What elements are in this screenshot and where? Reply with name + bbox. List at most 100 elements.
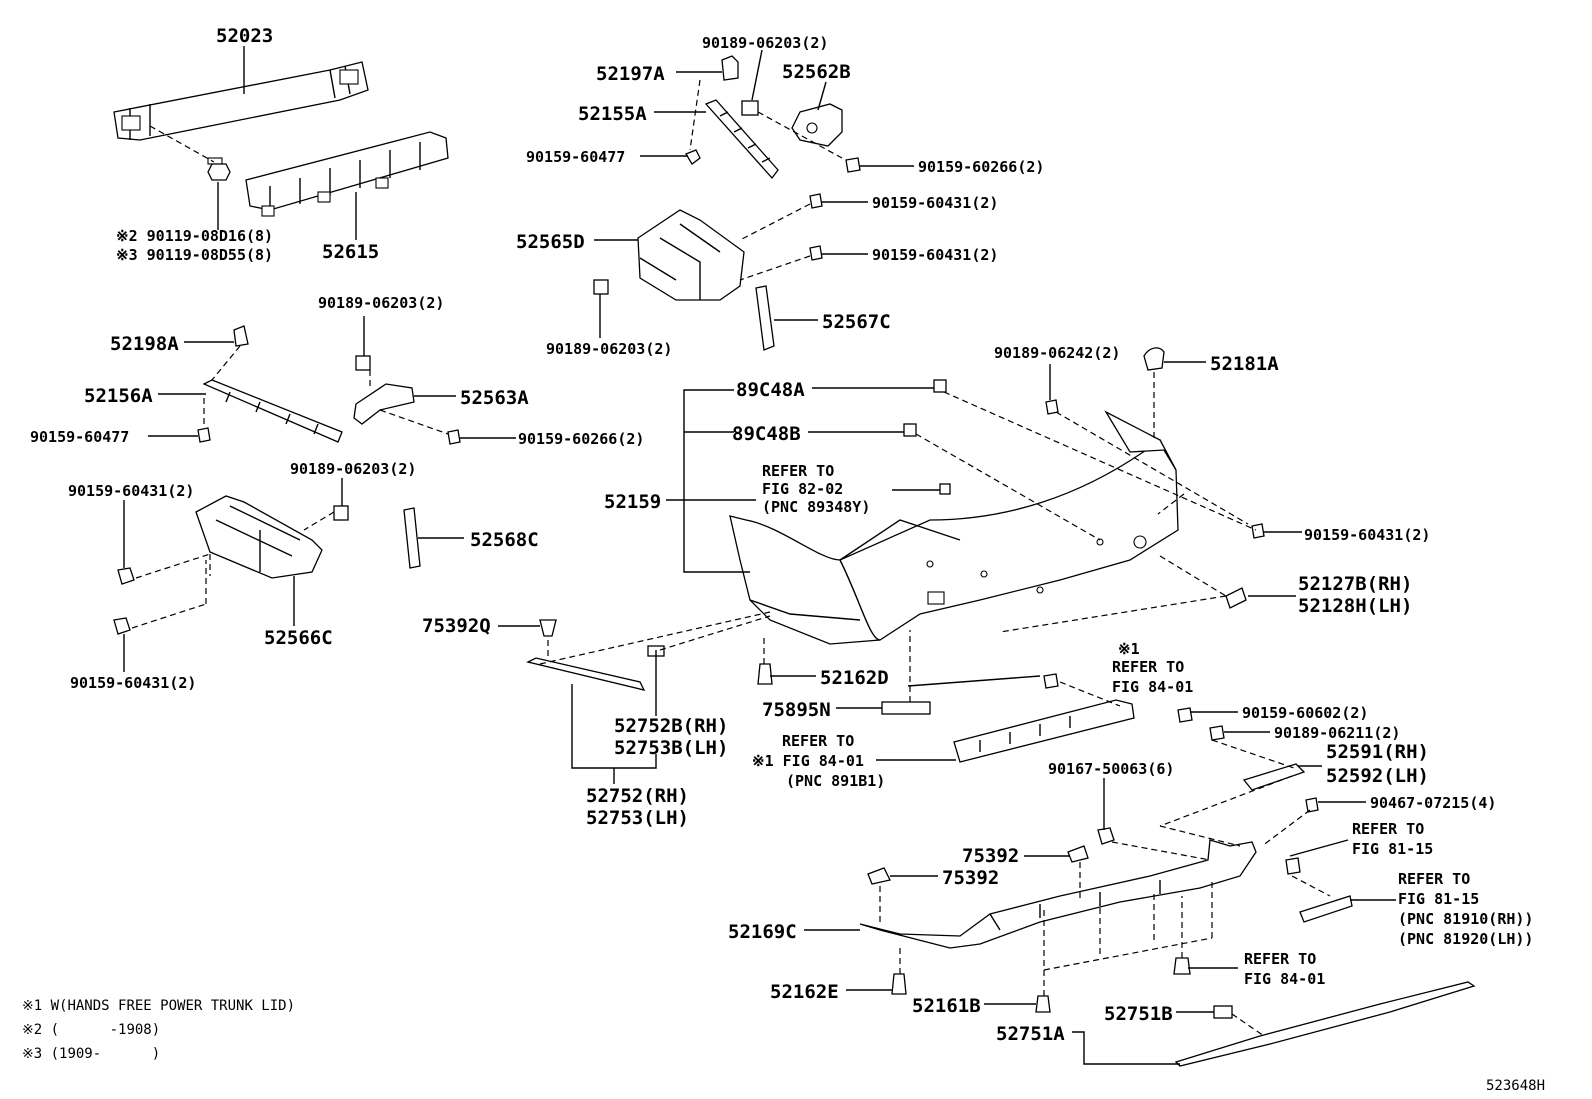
label-refer-82-02-b: FIG 82-02 xyxy=(762,480,843,498)
footnote-3: ※3 (1909- ) xyxy=(22,1046,160,1062)
label-52155A: 52155A xyxy=(578,103,647,125)
part-75392-clip-b xyxy=(867,867,891,885)
part-81-15-socket xyxy=(1285,857,1301,875)
part-52562B-bracket xyxy=(791,103,843,147)
part-52567C-spacer xyxy=(755,285,775,351)
part-52752-moulding xyxy=(526,657,646,691)
label-90159-60266-b: 90159-60266(2) xyxy=(518,430,644,448)
part-90189-retainer-left2 xyxy=(333,505,349,521)
part-52563A-bracket xyxy=(353,383,415,425)
label-90189-06203-left: 90189-06203(2) xyxy=(318,294,444,312)
part-52162D-clip xyxy=(757,663,773,685)
part-89C48A-sensor xyxy=(933,379,947,393)
label-52197A: 52197A xyxy=(596,63,665,85)
label-52753B: 52753B(LH) xyxy=(614,737,728,759)
part-52162E-clip xyxy=(891,973,907,995)
label-52592: 52592(LH) xyxy=(1326,765,1429,787)
label-refer-891B1-a: REFER TO xyxy=(782,732,854,750)
part-52023-reinforcement xyxy=(113,61,369,141)
label-90189-06242: 90189-06242(2) xyxy=(994,344,1120,362)
footnotes: ※1 W(HANDS FREE POWER TRUNK LID) ※2 ( -1… xyxy=(22,998,295,1062)
label-refer-84-01-b: FIG 84-01 xyxy=(1112,678,1193,696)
label-refer-84-01-a: REFER TO xyxy=(1112,658,1184,676)
label-52751B: 52751B xyxy=(1104,1003,1173,1025)
part-90159-60431-screw-b xyxy=(809,245,823,261)
label-52162D: 52162D xyxy=(820,667,889,689)
part-52565D-bracket xyxy=(637,209,745,301)
part-90467-clip xyxy=(1305,797,1319,813)
label-52615: 52615 xyxy=(322,241,379,263)
part-90159-60266-screw-b xyxy=(447,429,461,445)
label-75392-b: 75392 xyxy=(942,867,999,889)
part-52751B-clip xyxy=(1213,1005,1233,1019)
label-52752B: 52752B(RH) xyxy=(614,715,728,737)
label-52753: 52753(LH) xyxy=(586,807,689,829)
label-52161B: 52161B xyxy=(912,995,981,1017)
label-52567C: 52567C xyxy=(822,311,891,333)
part-52568C-spacer xyxy=(403,507,421,569)
footnote-2: ※2 ( -1908) xyxy=(22,1022,160,1038)
label-52563A: 52563A xyxy=(460,387,529,409)
label-refer-81-15-c: REFER TO xyxy=(1398,870,1470,888)
part-52615-absorber xyxy=(245,131,449,217)
label-90189-06203-mid: 90189-06203(2) xyxy=(546,340,672,358)
part-90189-06211-clip xyxy=(1209,725,1225,741)
part-52155A-retainer xyxy=(704,99,779,180)
label-52162E: 52162E xyxy=(770,981,839,1003)
label-52752: 52752(RH) xyxy=(586,785,689,807)
label-52159: 52159 xyxy=(604,491,661,513)
part-90159-60431-screw-a xyxy=(809,193,823,209)
part-52156A-retainer xyxy=(202,379,343,443)
label-90189-06203-top: 90189-06203(2) xyxy=(702,34,828,52)
label-90467-07215: 90467-07215(4) xyxy=(1370,794,1496,812)
part-90167-screw xyxy=(1097,827,1115,845)
part-52198A-clip xyxy=(233,325,249,347)
part-75392-clip-a xyxy=(1067,845,1089,863)
label-52562B: 52562B xyxy=(782,61,851,83)
label-89C48B: 89C48B xyxy=(732,423,801,445)
label-52568C: 52568C xyxy=(470,529,539,551)
part-labels: 52023 52615 ※2 90119-08D16(8) ※3 90119-0… xyxy=(30,25,1533,1045)
label-90159-60431-e: 90159-60431(2) xyxy=(1304,526,1430,544)
label-refer-81-15-d: FIG 81-15 xyxy=(1398,890,1479,908)
label-52591: 52591(RH) xyxy=(1326,741,1429,763)
leader-lines xyxy=(123,46,1396,1065)
part-89348Y-sensor xyxy=(939,483,951,495)
label-90159-60431-a: 90159-60431(2) xyxy=(872,194,998,212)
part-90159-60477-screw-a xyxy=(685,149,701,165)
label-52198A: 52198A xyxy=(110,333,179,355)
part-90159-60431-screw-c xyxy=(117,567,135,585)
label-52127B: 52127B(RH) xyxy=(1298,573,1412,595)
label-90159-60477-a: 90159-60477 xyxy=(526,148,625,166)
part-75895N-pad xyxy=(881,701,931,715)
label-refer-81-15-e: (PNC 81910(RH)) xyxy=(1398,910,1533,928)
label-90119-08D16: ※2 90119-08D16(8) xyxy=(116,227,273,245)
label-refer-891B1-b: ※1 FIG 84-01 xyxy=(752,752,864,770)
part-90189-retainer-top xyxy=(741,100,759,116)
label-75392Q: 75392Q xyxy=(422,615,491,637)
footnote-1: ※1 W(HANDS FREE POWER TRUNK LID) xyxy=(22,998,295,1014)
label-52566C: 52566C xyxy=(264,627,333,649)
part-90159-60266-screw-a xyxy=(845,157,861,173)
label-52156A: 52156A xyxy=(84,385,153,407)
part-52566C-bracket xyxy=(195,495,323,579)
part-52127B-cap xyxy=(1225,587,1247,609)
label-90159-60431-b: 90159-60431(2) xyxy=(872,246,998,264)
label-75895N: 75895N xyxy=(762,699,831,721)
label-52565D: 52565D xyxy=(516,231,585,253)
part-891B1-sensor-bar xyxy=(953,699,1135,763)
label-90159-60431-d: 90159-60431(2) xyxy=(70,674,196,692)
drawing-number: 523648H xyxy=(1486,1078,1545,1094)
part-90159-60431-screw-d xyxy=(113,617,131,635)
part-90159-60602-screw xyxy=(1177,707,1193,723)
part-52751A-moulding xyxy=(1174,981,1476,1067)
part-90189-retainer-left xyxy=(355,355,371,371)
label-refer-84-01-c: REFER TO xyxy=(1244,950,1316,968)
label-refer-84-01-d: FIG 84-01 xyxy=(1244,970,1325,988)
part-52197A-clip xyxy=(721,55,739,81)
label-refer-891B1-c: (PNC 891B1) xyxy=(786,772,885,790)
label-refer-81-15-f: (PNC 81920(LH)) xyxy=(1398,930,1533,948)
part-hf-sensor-clip xyxy=(1043,673,1059,689)
label-52023: 52023 xyxy=(216,25,273,47)
part-89C48B-sensor xyxy=(903,423,917,437)
